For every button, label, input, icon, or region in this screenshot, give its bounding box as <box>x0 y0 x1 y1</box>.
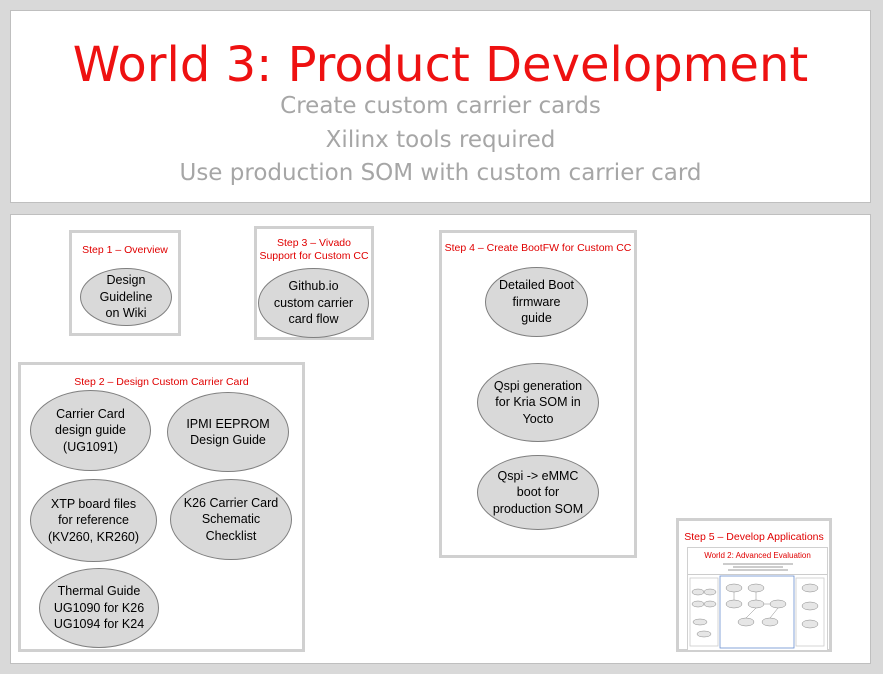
subtitle-line-1: Create custom carrier cards <box>280 93 601 119</box>
step2-label: Step 2 – Design Custom Carrier Card <box>74 376 249 388</box>
step3-label: Step 3 – Vivado Support for Custom CC <box>259 237 369 262</box>
ipmi-eeprom-design-guide-node[interactable]: IPMI EEPROM Design Guide <box>167 392 289 472</box>
github-custom-carrier-flow-node[interactable]: Github.io custom carrier card flow <box>258 268 369 338</box>
carrier-card-design-guide-node[interactable]: Carrier Card design guide (UG1091) <box>30 390 151 471</box>
step4-box: Step 4 – Create BootFW for Custom CC Det… <box>439 230 637 558</box>
world2-thumbnail[interactable]: World 2: Advanced Evaluation <box>687 547 828 651</box>
title-banner: World 3: Product Development Create cust… <box>10 10 871 203</box>
design-guideline-wiki-node[interactable]: Design Guideline on Wiki <box>80 268 172 326</box>
qspi-emmc-boot-node[interactable]: Qspi -> eMMC boot for production SOM <box>477 455 599 530</box>
step5-label: Step 5 – Develop Applications <box>684 531 824 543</box>
xtp-board-files-node[interactable]: XTP board files for reference (KV260, KR… <box>30 479 157 562</box>
subtitle-line-3: Use production SOM with custom carrier c… <box>179 160 702 186</box>
page-title: World 3: Product Development <box>72 37 809 93</box>
boot-firmware-guide-node[interactable]: Detailed Boot firmware guide <box>485 267 588 337</box>
thumbnail-header: World 2: Advanced Evaluation <box>688 548 827 575</box>
thermal-guide-node[interactable]: Thermal Guide UG1090 for K26 UG1094 for … <box>39 568 159 648</box>
thumbnail-subline-1 <box>722 563 793 565</box>
thumbnail-subline-3 <box>727 569 788 571</box>
k26-schematic-checklist-node[interactable]: K26 Carrier Card Schematic Checklist <box>170 479 292 560</box>
subtitle-line-2: Xilinx tools required <box>325 127 556 153</box>
step1-box: Step 1 – Overview Design Guideline on Wi… <box>69 230 181 336</box>
thumbnail-subline-2 <box>732 566 783 568</box>
qspi-generation-yocto-node[interactable]: Qspi generation for Kria SOM in Yocto <box>477 363 599 442</box>
thumbnail-title: World 2: Advanced Evaluation <box>704 551 811 560</box>
step3-box: Step 3 – Vivado Support for Custom CC Gi… <box>254 226 374 340</box>
step4-label: Step 4 – Create BootFW for Custom CC <box>444 242 632 254</box>
step2-box: Step 2 – Design Custom Carrier Card Carr… <box>18 362 305 652</box>
step5-box[interactable]: Step 5 – Develop Applications World 2: A… <box>676 518 832 652</box>
step1-label: Step 1 – Overview <box>82 244 168 256</box>
thumbnail-diagram <box>689 575 825 649</box>
